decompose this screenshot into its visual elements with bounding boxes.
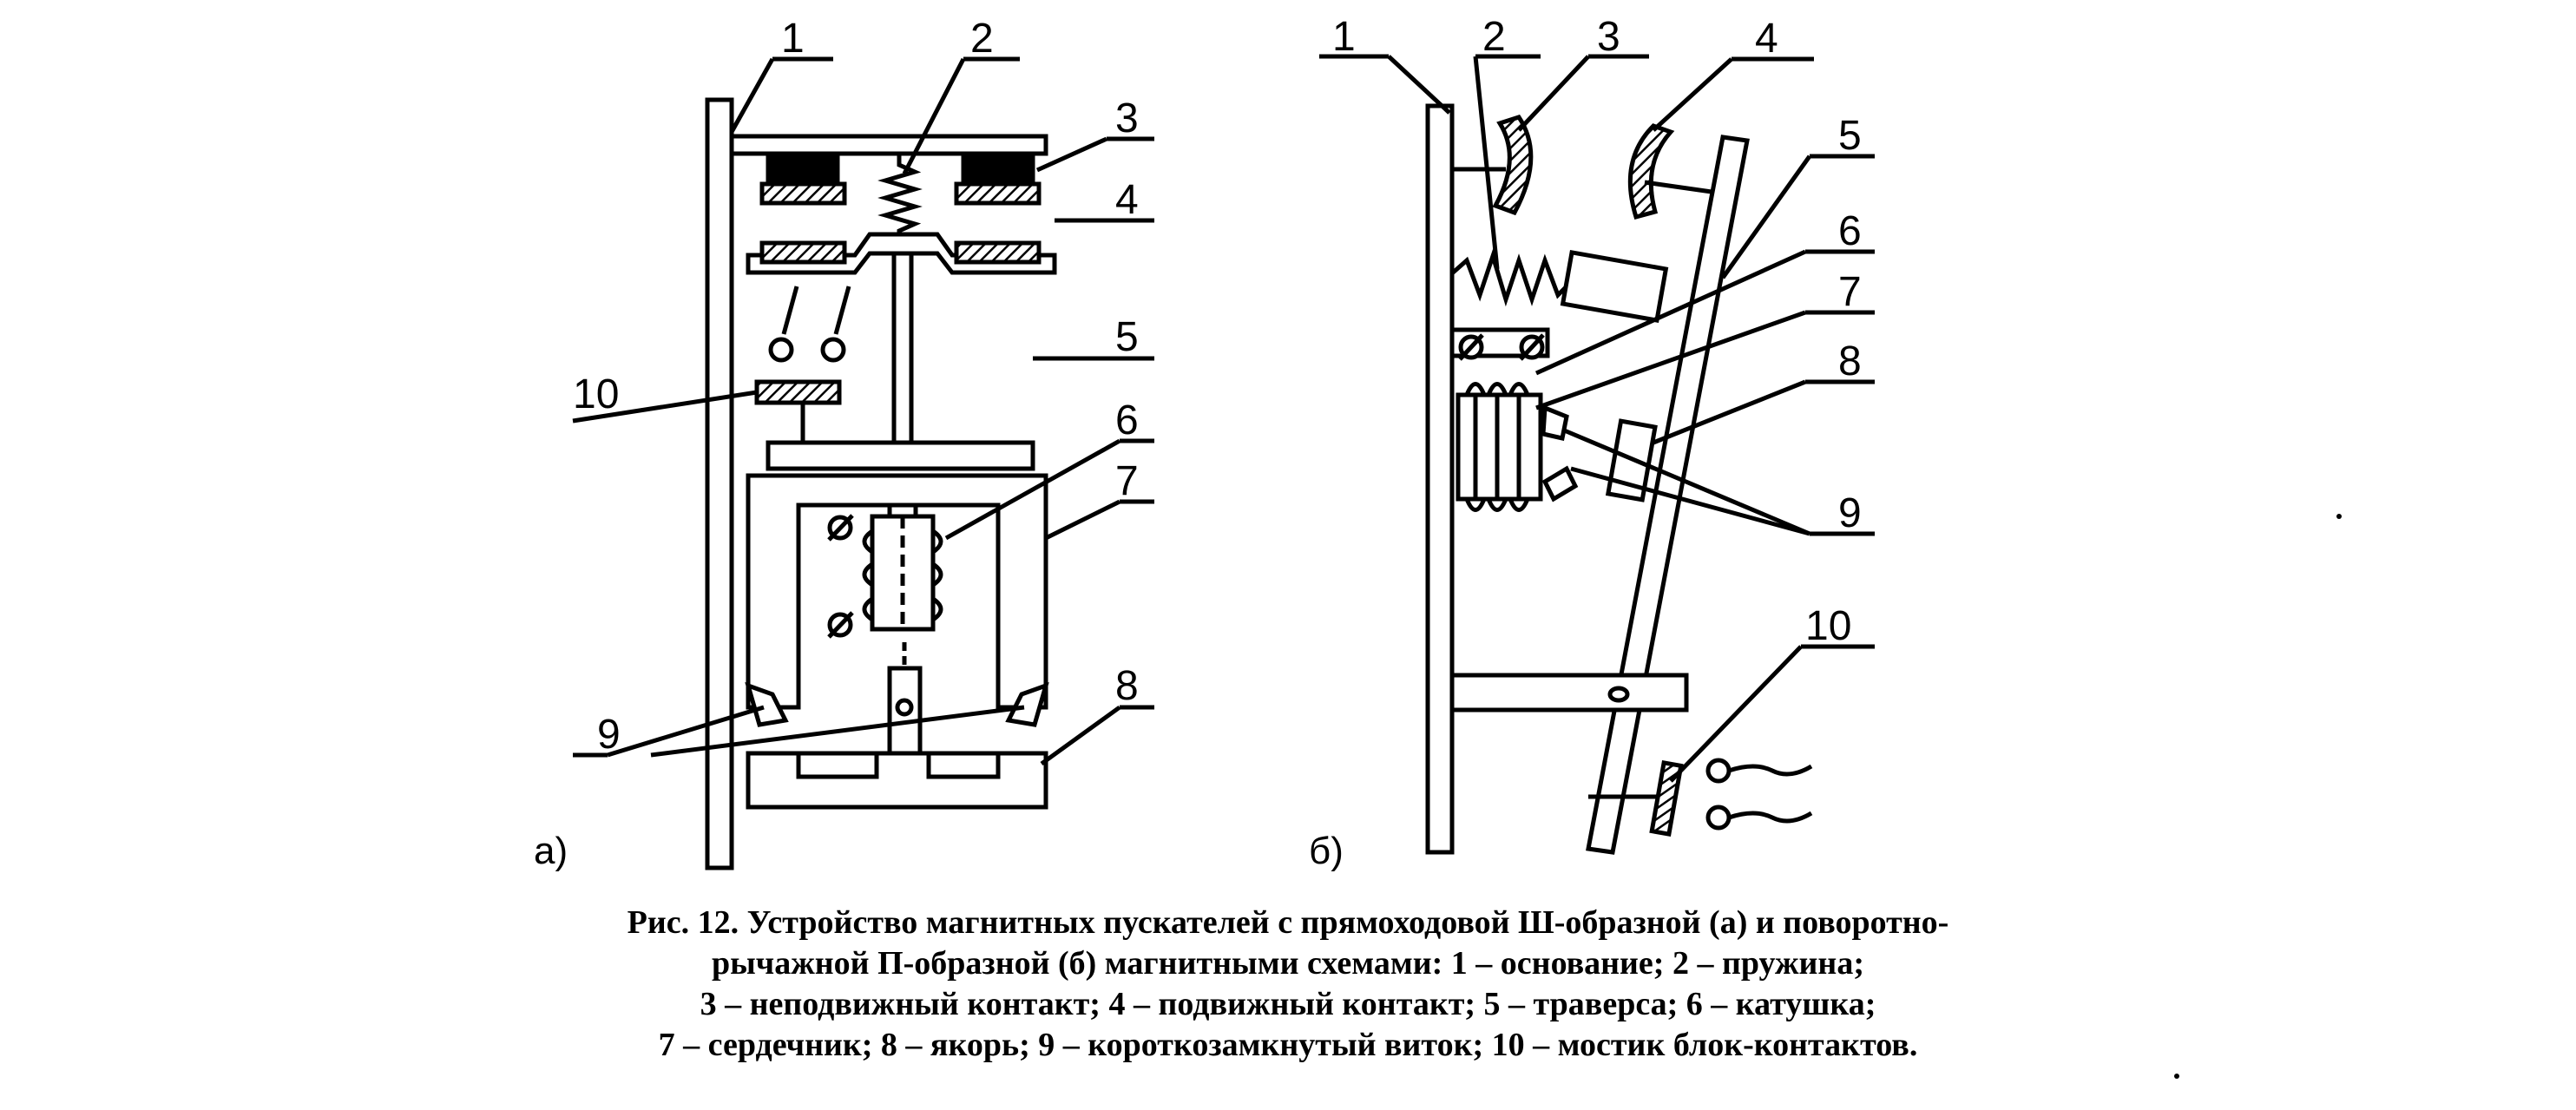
a-shorted-turn-right [1005, 682, 1049, 727]
a-label-2: 2 [970, 16, 994, 62]
a-aux-terminal-left [768, 337, 794, 363]
a-aux-lead-right [833, 286, 851, 335]
figure-caption: Рис. 12. Устройство магнитных пускателей… [0, 903, 2576, 1066]
a-aux-terminal-right [820, 337, 846, 363]
caption-line: 3 – неподвижный контакт; 4 – подвижный к… [700, 986, 1876, 1022]
b-shorted-turn-bottom [1541, 465, 1579, 502]
b-label-2: 2 [1482, 14, 1506, 60]
b-label-6: 6 [1838, 208, 1862, 254]
a-label-8: 8 [1115, 663, 1139, 709]
b-aux-terminal-bottom [1705, 805, 1732, 831]
b-sublabel: б) [1309, 830, 1344, 872]
a-aux-lead-left [781, 286, 799, 335]
a-armature [746, 751, 1048, 810]
diagram-b-lever-starter [1319, 54, 1875, 855]
b-label-4: 4 [1755, 16, 1778, 62]
a-moving-contact-right [954, 240, 1042, 265]
a-sublabel: а) [534, 830, 568, 872]
a-moving-contact-left [759, 240, 847, 265]
b-label-1: 1 [1332, 14, 1356, 60]
a-fixed-contact-holder-right [961, 151, 1035, 186]
stray-dot [2336, 514, 2342, 519]
b-label-5: 5 [1838, 113, 1862, 159]
b-label-3: 3 [1597, 14, 1620, 60]
b-fixed-contact [1492, 115, 1534, 216]
b-spring [1450, 248, 1568, 307]
a-top-bar [729, 134, 1048, 156]
a-label-5: 5 [1115, 314, 1139, 360]
a-fixed-contact-left [759, 181, 847, 206]
a-label-3: 3 [1115, 95, 1139, 141]
a-label-10: 10 [573, 371, 619, 417]
a-traverse [766, 440, 1035, 471]
diagram-a-labels: 1 2 3 4 5 6 7 8 9 10 а) [534, 16, 1139, 872]
a-fixed-contact-holder-left [766, 151, 840, 186]
a-armature-center-leg [887, 666, 923, 756]
a-fixed-contact-right [954, 181, 1042, 206]
a-label-9: 9 [597, 712, 621, 758]
a-coil-winding [862, 529, 943, 622]
b-base-plate [1425, 103, 1455, 855]
caption-line: 7 – сердечник; 8 – якорь; 9 – короткозам… [658, 1027, 1918, 1063]
b-label-9: 9 [1838, 490, 1862, 536]
caption-line: Рис. 12. Устройство магнитных пускателей… [627, 904, 1949, 941]
a-label-6: 6 [1115, 397, 1139, 443]
b-pivot-bar [1449, 673, 1689, 713]
a-aux-contact-bridge [754, 379, 842, 405]
a-spring [877, 154, 923, 238]
b-label-8: 8 [1838, 338, 1862, 384]
b-label-10: 10 [1805, 603, 1851, 649]
b-shorted-turn-top [1541, 404, 1569, 442]
b-aux-terminal-top [1705, 758, 1732, 784]
a-base-plate [705, 97, 734, 870]
b-coil [1464, 382, 1530, 512]
stray-dot [2174, 1074, 2179, 1079]
diagram-b-labels: 1 2 3 4 5 6 7 8 9 10 б) [1309, 14, 1862, 872]
b-label-7: 7 [1838, 269, 1862, 315]
b-spring-block [1560, 250, 1669, 323]
caption-line: рычажной П-образной (б) магнитными схема… [712, 945, 1864, 982]
b-moving-contact [1627, 123, 1675, 220]
diagram-a-straight-travel-starter [572, 56, 1154, 870]
a-label-7: 7 [1115, 458, 1139, 504]
a-label-1: 1 [781, 16, 805, 62]
a-label-4: 4 [1115, 177, 1139, 223]
